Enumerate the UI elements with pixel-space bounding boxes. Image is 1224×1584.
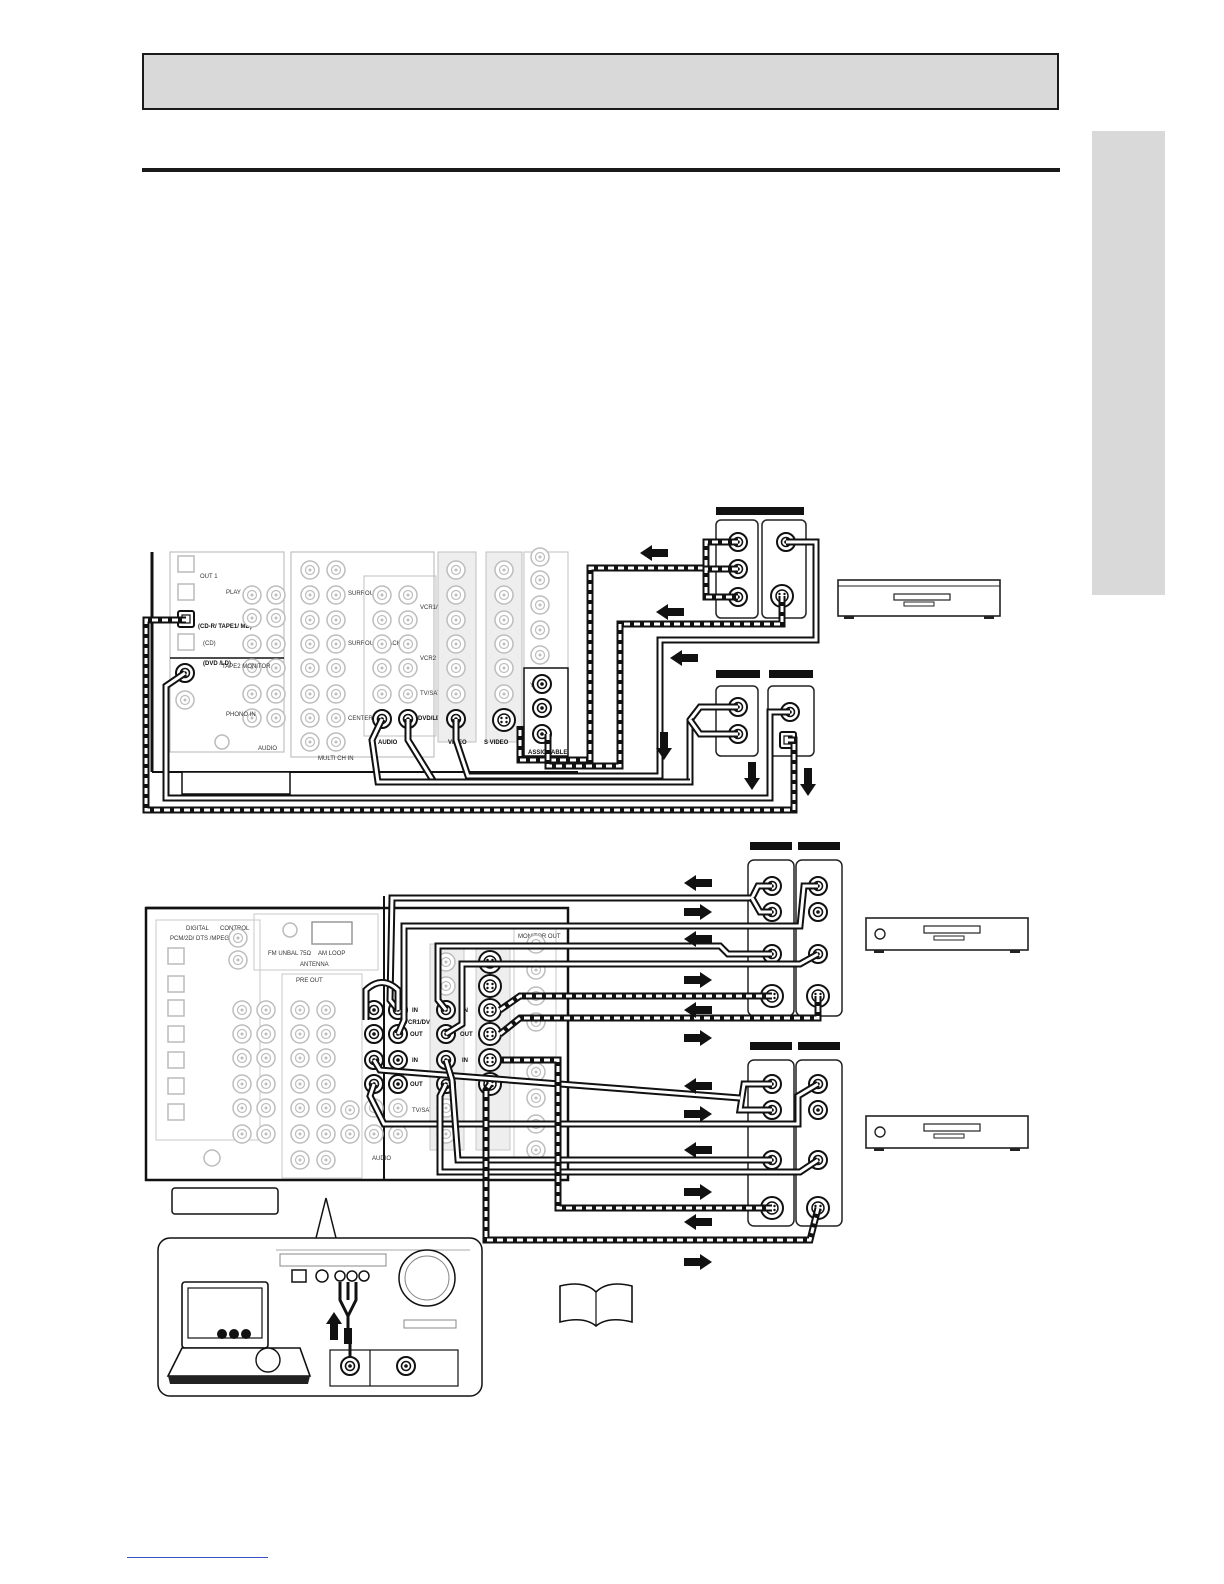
label-s-video: S VIDEO xyxy=(484,740,509,746)
label-vcr1-dvr: VCR1/DVR xyxy=(404,1020,435,1026)
label-tape2: TAPE2 MONITOR xyxy=(222,664,271,670)
chapter-side-tab xyxy=(1092,131,1165,595)
label-cdr-tape: (CD-R/ TAPE1/ MD) xyxy=(198,624,252,630)
vcr1-jacks xyxy=(747,842,843,1017)
label-in-2: IN xyxy=(412,1058,418,1064)
label-multi-ch-in: MULTI CH IN xyxy=(318,756,354,762)
signal-arrow-icon xyxy=(744,762,760,790)
vcr-icon xyxy=(865,1115,1029,1152)
label-audio-in: AUDIO xyxy=(378,740,398,746)
label-fm: FM UNBAL 75Ω xyxy=(268,951,311,957)
manual-book-icon xyxy=(559,1283,633,1328)
dvd-player-icon xyxy=(837,579,1001,620)
label-vcr2: VCR2 xyxy=(420,656,437,662)
label-out-2: OUT xyxy=(410,1082,423,1088)
label-in-1: IN xyxy=(412,1008,418,1014)
vcr2-jacks xyxy=(747,1042,843,1227)
label-audio-top: AUDIO xyxy=(258,746,277,752)
label-cd: (CD) xyxy=(203,641,216,647)
label-surround: SURROUND xyxy=(348,591,383,597)
footer-link-underline[interactable] xyxy=(127,1557,268,1558)
label-pre-out: PRE OUT xyxy=(296,978,323,984)
label-phono: PHONO IN xyxy=(226,712,256,718)
label-am: AM LOOP xyxy=(318,951,345,957)
signal-arrow-icon xyxy=(800,768,816,796)
signal-arrow-icon xyxy=(656,604,684,620)
section-heading-rule xyxy=(142,168,1060,172)
label-antenna: ANTENNA xyxy=(300,962,329,968)
label-y: Y xyxy=(530,683,534,689)
section-title-box xyxy=(142,53,1059,110)
signal-arrow-icon xyxy=(640,545,668,561)
label-digital: DIGITAL xyxy=(186,926,210,932)
label-out1: OUT 1 xyxy=(200,574,218,580)
vcr-icon xyxy=(865,917,1029,954)
bottom-cables xyxy=(362,882,822,1244)
label-tv-sat-b: TV/SAT IN xyxy=(412,1108,440,1114)
label-tv-sat: TV/SAT IN xyxy=(420,691,448,697)
top-cables xyxy=(142,538,820,814)
label-vcr1: VCR1/DVR xyxy=(420,605,451,611)
receiver-rear-panel-top: OUT 1 (CD-R/ TAPE1/ MD) (DVD /LD) (CD) P… xyxy=(150,547,578,795)
label-audio-b: AUDIO xyxy=(372,1156,391,1162)
signal-arrow-icon xyxy=(670,650,698,666)
label-dvd-ld: (DVD /LD) xyxy=(203,661,231,667)
label-out-1: OUT xyxy=(410,1032,423,1038)
label-dvd-ld-in: DVD/LD IN xyxy=(418,716,448,722)
label-center: CENTER xyxy=(348,716,373,722)
label-pcm: PCM/2D/ DTS /MPEG xyxy=(170,936,229,942)
label-play: PLAY xyxy=(226,590,241,596)
portable-dvd-icon xyxy=(166,1281,312,1384)
label-in-4: IN xyxy=(462,1058,468,1064)
label-out-3: OUT xyxy=(460,1032,473,1038)
